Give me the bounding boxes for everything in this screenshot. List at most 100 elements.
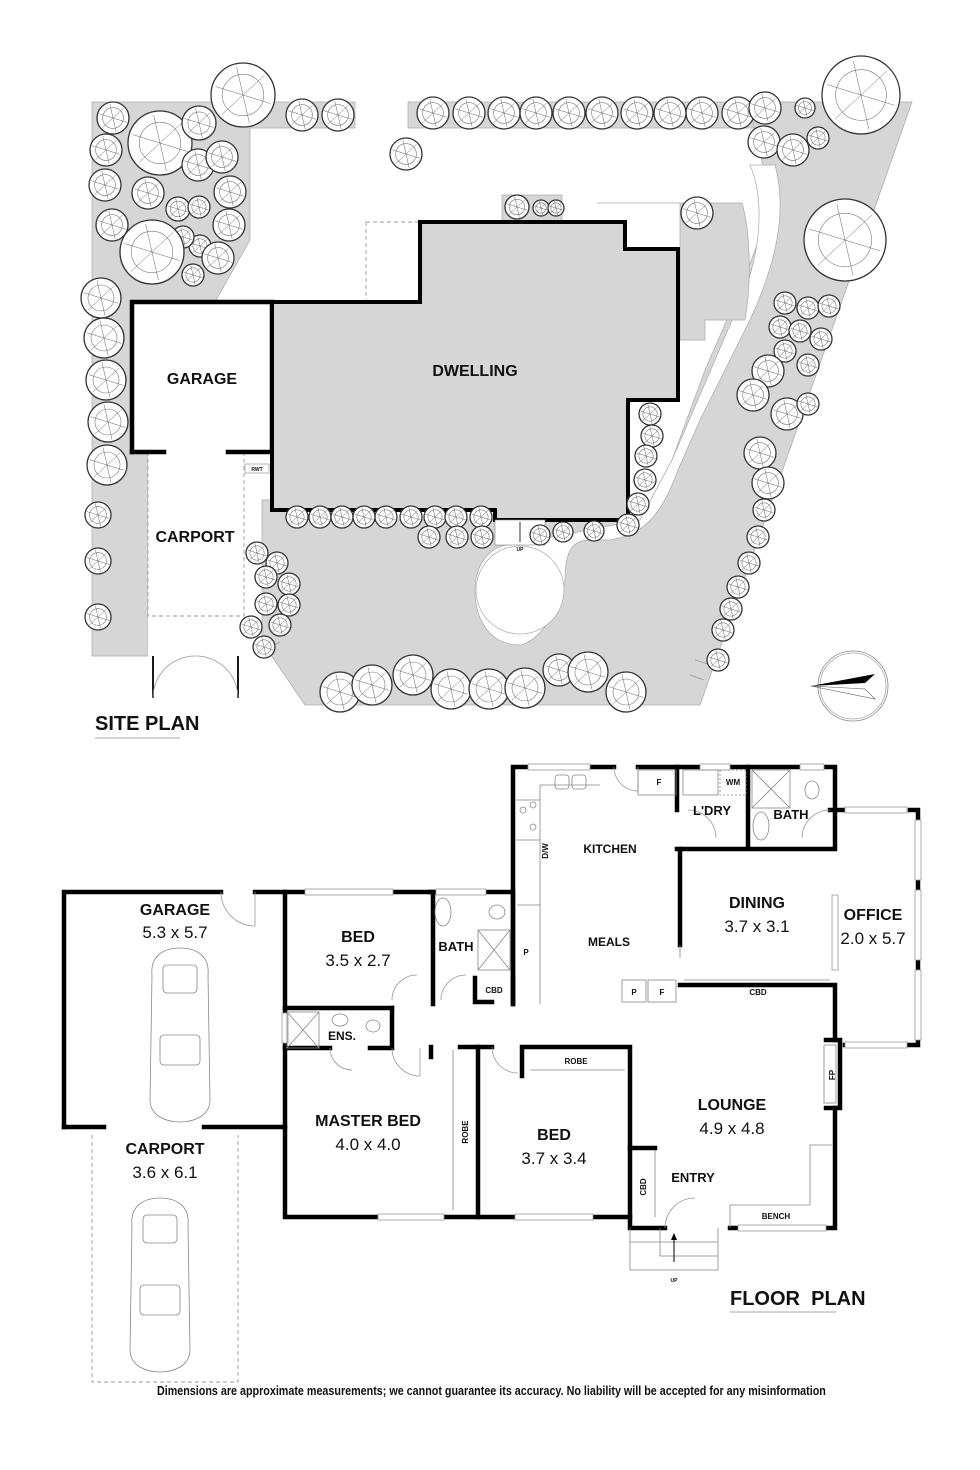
tree-icon [711, 618, 735, 642]
tree-icon [638, 402, 662, 426]
tree-icon [392, 654, 434, 696]
site-up-label: UP [517, 547, 525, 553]
site-carport-area [148, 452, 244, 656]
tree-icon [746, 525, 770, 549]
tree-icon [719, 597, 743, 621]
tree-icon [285, 505, 309, 529]
tree-icon [417, 525, 441, 549]
dining-label: DINING [729, 895, 785, 912]
tree-icon [616, 513, 640, 537]
tree-icon [726, 575, 750, 599]
rwt-label: RWT [251, 467, 262, 473]
tree-icon [640, 424, 664, 448]
tree-icon [210, 62, 276, 128]
carport-label: CARPORT [125, 1141, 204, 1158]
bench-label: BENCH [762, 1212, 791, 1221]
tree-icon [519, 96, 553, 130]
turning-circle [475, 545, 565, 635]
bed3-label: BED [537, 1127, 571, 1144]
site-plan-title: SITE PLAN [95, 713, 199, 735]
site-trees [80, 55, 901, 713]
tree-icon [794, 97, 816, 119]
carport-outline [147, 452, 245, 617]
tree-icon [737, 551, 761, 575]
tree-icon [252, 635, 276, 659]
tree-icon [468, 668, 510, 710]
tree-icon [277, 572, 301, 596]
tree-icon [547, 199, 565, 217]
tree-icon [768, 315, 792, 339]
tree-icon [444, 505, 468, 529]
tree-icon [374, 505, 398, 529]
tree-icon [86, 444, 128, 486]
tree-icon [796, 353, 820, 377]
tree-icon [747, 125, 781, 159]
tree-icon [127, 110, 193, 176]
tree-icon [201, 241, 235, 275]
tree-icon [751, 466, 785, 500]
ensuite-label: ENS. [328, 1029, 356, 1043]
tree-icon [552, 521, 574, 543]
tree-icon [351, 664, 393, 706]
tree-icon [542, 653, 576, 687]
tree-icon [552, 96, 586, 130]
washing-machine-label: WM [726, 778, 741, 787]
tree-icon [504, 194, 530, 220]
tree-icon [89, 133, 123, 167]
bed3-dim: 3.7 x 3.4 [521, 1149, 586, 1168]
tree-icon [680, 196, 714, 230]
tree-icon [469, 505, 493, 529]
tree-icon [776, 133, 810, 167]
tree-icon [752, 498, 776, 522]
tree-icon [567, 651, 609, 693]
tree-icon [773, 291, 797, 315]
tree-icon [308, 505, 332, 529]
tree-icon [416, 96, 450, 130]
tree-icon [806, 126, 830, 150]
fixtures [286, 769, 837, 1271]
kitchen-label: KITCHEN [583, 842, 636, 856]
gate-posts [152, 656, 239, 698]
tree-icon [119, 219, 185, 285]
arrowhead-icon [671, 1233, 677, 1240]
bath-rear-label: BATH [773, 807, 808, 822]
tree-icon [743, 436, 777, 470]
tree-icon [773, 339, 797, 363]
pantry-label: P [523, 948, 529, 957]
tree-icon [268, 613, 292, 637]
lounge-dim: 4.9 x 4.8 [699, 1119, 764, 1138]
entry-up-label: UP [671, 1278, 679, 1284]
cbd-entry-label: CBD [639, 1178, 648, 1196]
tree-icon [181, 105, 217, 141]
garage-dim: 5.3 x 5.7 [142, 923, 207, 942]
tree-icon [131, 176, 165, 210]
tree-icon [187, 195, 211, 219]
entry-label: ENTRY [671, 1170, 715, 1185]
rainwater-tank [244, 463, 270, 474]
site-plan: UP RWT GARAGE DWELLING CARPORT SITE PLAN [80, 55, 913, 739]
tree-icon [212, 208, 246, 242]
tree-icon [389, 137, 423, 171]
site-dwelling-label: DWELLING [432, 363, 517, 380]
tree-icon [423, 505, 447, 529]
tree-icon [626, 492, 650, 516]
tree-icon [685, 96, 719, 130]
bed2-dim: 3.5 x 2.7 [325, 951, 390, 970]
bed2-label: BED [341, 929, 375, 946]
tree-icon [809, 327, 833, 351]
tree-icon [205, 140, 239, 174]
tree-icon [80, 277, 122, 319]
tree-icon [470, 525, 494, 549]
car-icon [149, 947, 211, 1123]
tree-icon [821, 55, 901, 135]
robe-master-label: ROBE [461, 1120, 470, 1144]
tree-icon [399, 505, 423, 529]
tree-icon [95, 208, 129, 242]
tree-icon [213, 175, 247, 209]
tree-icon [583, 520, 605, 542]
windows [281, 763, 922, 1232]
tree-icon [788, 319, 812, 343]
tree-icon [748, 91, 782, 125]
tree-icon [319, 671, 361, 713]
